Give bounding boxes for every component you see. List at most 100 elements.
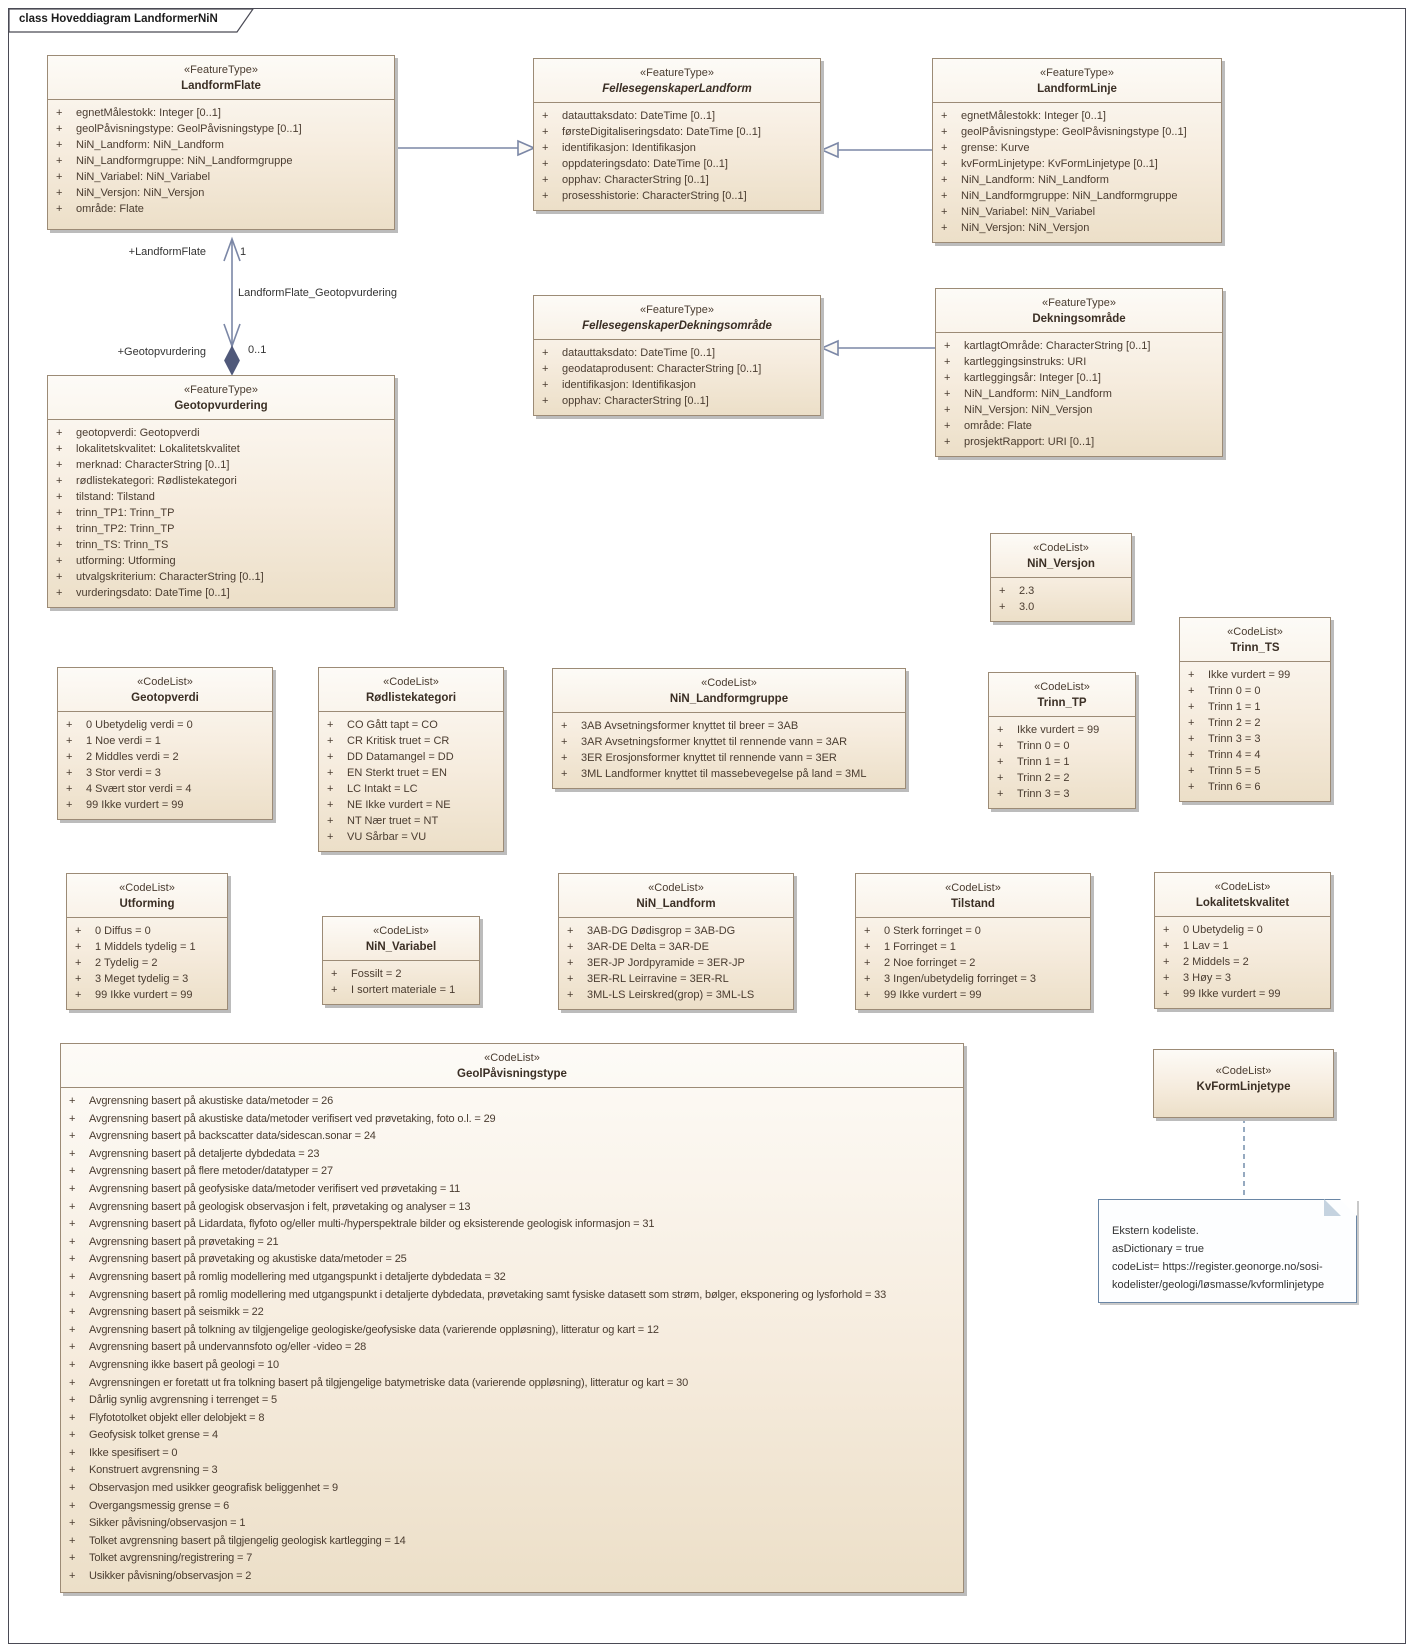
attribute-text: NT Nær truet = NT <box>347 815 439 827</box>
attribute-row: +I sortert materiale = 1 <box>323 982 476 998</box>
attribute-row: +3 Ingen/ubetydelig forringet = 3 <box>856 971 1087 987</box>
attribute-row: +NE Ikke vurdert = NE <box>319 797 500 813</box>
visibility-symbol: + <box>567 989 574 1001</box>
attribute-row: +prosesshistorie: CharacterString [0..1] <box>534 188 817 204</box>
attribute-text: Avgrensning basert på prøvetaking og aku… <box>89 1253 407 1266</box>
class-header: «CodeList» GeolPåvisningstype <box>61 1044 963 1087</box>
attributes-compartment: +CO Gått tapt = CO+CR Kritisk truet = CR… <box>319 711 503 851</box>
attribute-text: CO Gått tapt = CO <box>347 719 438 731</box>
class-geotopvurdering[interactable]: «FeatureType» Geotopvurdering +geotopver… <box>47 375 395 608</box>
attribute-row: +område: Flate <box>48 201 391 217</box>
attributes-compartment: +egnetMålestokk: Integer [0..1]+geolPåvi… <box>48 99 394 223</box>
attribute-row: +geolPåvisningstype: GeolPåvisningstype … <box>48 121 391 137</box>
attribute-text: identifikasjon: Identifikasjon <box>562 142 696 154</box>
visibility-symbol: + <box>941 110 948 122</box>
visibility-symbol: + <box>542 110 549 122</box>
attributes-compartment: +0 Ubetydelig verdi = 0+1 Noe verdi = 1+… <box>58 711 272 819</box>
attribute-row: +Flyfototolket objekt eller delobjekt = … <box>61 1410 960 1428</box>
visibility-symbol: + <box>56 171 63 183</box>
attribute-text: Ikke vurdert = 99 <box>1208 669 1291 681</box>
class-fellesegenskaperlandform[interactable]: «FeatureType» FellesegenskaperLandform +… <box>533 58 821 211</box>
attribute-row: +3AR-DE Delta = 3AR-DE <box>559 939 790 955</box>
visibility-symbol: + <box>66 751 73 763</box>
attribute-text: Trinn 2 = 2 <box>1208 717 1261 729</box>
visibility-symbol: + <box>944 420 951 432</box>
attribute-row: +kartleggingsår: Integer [0..1] <box>936 370 1219 386</box>
visibility-symbol: + <box>561 736 568 748</box>
visibility-symbol: + <box>56 539 63 551</box>
class-header: «CodeList» Trinn_TP <box>989 673 1135 716</box>
class-name: Rødlistekategori <box>365 692 457 704</box>
note-line: codeList= https://register.geonorge.no/s… <box>1112 1261 1325 1291</box>
visibility-symbol: + <box>561 768 568 780</box>
attribute-text: Usikker påvisning/observasjon = 2 <box>89 1570 252 1583</box>
attribute-text: EN Sterkt truet = EN <box>347 767 447 779</box>
class-utforming[interactable]: «CodeList» Utforming +0 Diffus = 0+1 Mid… <box>66 873 228 1010</box>
attributes-compartment: +datauttaksdato: DateTime [0..1]+geodata… <box>534 339 820 415</box>
visibility-symbol: + <box>56 427 63 439</box>
visibility-symbol: + <box>1188 669 1195 681</box>
attribute-row: +egnetMålestokk: Integer [0..1] <box>933 108 1218 124</box>
visibility-symbol: + <box>69 1429 76 1442</box>
attribute-text: NiN_Versjon: NiN_Versjon <box>76 187 205 199</box>
class-landformlinje[interactable]: «FeatureType» LandformLinje +egnetMålest… <box>932 58 1222 243</box>
attribute-row: +Trinn 2 = 2 <box>989 770 1132 786</box>
attribute-row: +trinn_TP2: Trinn_TP <box>48 521 391 537</box>
stereotype-label: «CodeList» <box>1214 881 1271 893</box>
visibility-symbol: + <box>997 772 1004 784</box>
attribute-row: +3ML Landformer knyttet til massebevegel… <box>553 766 902 782</box>
class-nin_versjon[interactable]: «CodeList» NiN_Versjon +2.3+3.0 <box>990 533 1132 622</box>
class-geolpavisningstype[interactable]: «CodeList» GeolPåvisningstype + Avgrensni… <box>60 1043 964 1593</box>
visibility-symbol: + <box>66 767 73 779</box>
visibility-symbol: + <box>69 1147 76 1160</box>
class-nin_landform[interactable]: «CodeList» NiN_Landform +3AB-DG Dødisgro… <box>558 873 794 1010</box>
attribute-row: +NiN_Variabel: NiN_Variabel <box>48 169 391 185</box>
attribute-text: Avgrensning ikke basert på geologi = 10 <box>89 1358 279 1371</box>
attribute-text: Observasjon med usikker geografisk belig… <box>89 1482 339 1495</box>
attribute-text: kvFormLinjetype: KvFormLinjetype [0..1] <box>961 158 1158 170</box>
attribute-text: 3 Meget tydelig = 3 <box>95 973 189 985</box>
class-lokalitetskvalitet[interactable]: «CodeList» Lokalitetskvalitet +0 Ubetyde… <box>1154 872 1331 1009</box>
class-trinn_ts[interactable]: «CodeList» Trinn_TS +Ikke vurdert = 99+T… <box>1179 617 1331 802</box>
stereotype-label: «CodeList» <box>1227 626 1283 638</box>
attribute-row: +oppdateringsdato: DateTime [0..1] <box>534 156 817 172</box>
visibility-symbol: + <box>944 404 951 416</box>
attribute-row: +kartleggingsinstruks: URI <box>936 354 1219 370</box>
attribute-text: Trinn 1 = 1 <box>1017 756 1070 768</box>
attribute-row: +2.3 <box>991 583 1128 599</box>
attribute-text: Avgrensning basert på akustiske data/met… <box>89 1112 496 1125</box>
visibility-symbol: + <box>1163 988 1170 1000</box>
class-tilstand[interactable]: «CodeList» Tilstand +0 Sterk forringet =… <box>855 873 1091 1010</box>
visibility-symbol: + <box>542 190 549 202</box>
visibility-symbol: + <box>941 158 948 170</box>
attribute-row: +NiN_Versjon: NiN_Versjon <box>933 220 1218 236</box>
attribute-text: 0 Sterk forringet = 0 <box>884 925 981 937</box>
attribute-text: utforming: Utforming <box>76 555 176 567</box>
visibility-symbol: + <box>75 925 82 937</box>
class-nin_variabel[interactable]: «CodeList» NiN_Variabel +Fossilt = 2+I s… <box>322 916 480 1005</box>
attribute-row: +Ikke vurdert = 99 <box>989 722 1132 738</box>
attribute-text: Avgrensning basert på flere metoder/data… <box>89 1165 333 1178</box>
class-geotopverdi[interactable]: «CodeList» Geotopverdi +0 Ubetydelig ver… <box>57 667 273 820</box>
class-name: Geotopverdi <box>131 692 199 704</box>
attribute-row: +egnetMålestokk: Integer [0..1] <box>48 105 391 121</box>
attribute-text: Avgrensning basert på undervannsfoto og/… <box>89 1341 367 1354</box>
association-source-multiplicity: 1 <box>240 246 247 258</box>
class-rodlistekategori[interactable]: «CodeList» Rødlistekategori +CO Gått tap… <box>318 667 504 852</box>
visibility-symbol: + <box>941 174 948 186</box>
class-landformflate[interactable]: «FeatureType» LandformFlate +egnetMålest… <box>47 55 395 230</box>
class-kvformlinjetype[interactable]: «CodeList» KvFormLinjetype <box>1153 1049 1334 1118</box>
class-dekningsomrade[interactable]: «FeatureType» Dekningsområde +kartlagtOm… <box>935 288 1223 457</box>
attribute-text: Tolket avgrensning basert på tilgjengeli… <box>89 1534 406 1547</box>
class-name: Dekningsområde <box>1032 313 1126 325</box>
attribute-text: geodataprodusent: CharacterString [0..1] <box>562 363 762 375</box>
visibility-symbol: + <box>56 587 63 599</box>
class-trinn_tp[interactable]: «CodeList» Trinn_TP +Ikke vurdert = 99+T… <box>988 672 1136 809</box>
class-fellesegenskaperdekningsomrade[interactable]: «FeatureType» FellesegenskaperDekningsom… <box>533 295 821 416</box>
attribute-text: 3ER-JP Jordpyramide = 3ER-JP <box>587 957 745 969</box>
note-line: asDictionary = true <box>1112 1243 1205 1255</box>
attribute-text: Ikke spesifisert = 0 <box>89 1446 178 1459</box>
attribute-text: Konstruert avgrensning = 3 <box>89 1464 218 1477</box>
class-nin_landformgruppe[interactable]: «CodeList» NiN_Landformgruppe +3AB Avset… <box>552 668 906 789</box>
